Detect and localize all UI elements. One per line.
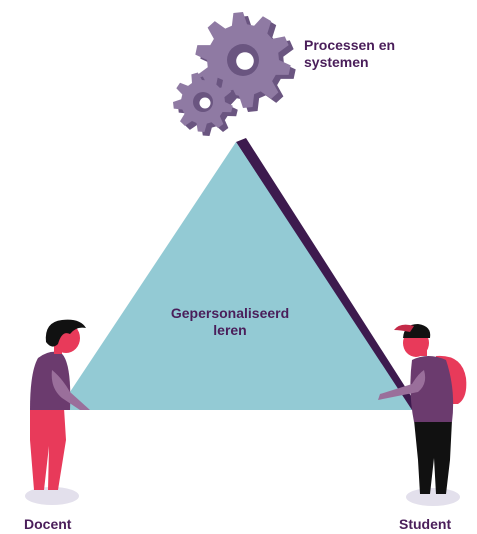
teacher-hair [45, 319, 86, 347]
big-gear-hole-inner [236, 52, 254, 70]
student-label: Student [399, 516, 452, 532]
teacher-shadow [25, 487, 79, 505]
processes-label: Processen en systemen [304, 37, 396, 70]
student-cap-brim [394, 324, 414, 332]
personalized-learning-triangle [58, 142, 412, 410]
student-figure [378, 324, 467, 494]
student-legs [414, 420, 452, 494]
teacher-legs [30, 408, 66, 490]
teacher-arm [51, 370, 90, 410]
gears-icon [173, 12, 296, 136]
small-gear-hole-inner [199, 97, 211, 109]
personalized-learning-label: Gepersonaliseerd leren [170, 305, 290, 338]
teacher-figure [30, 319, 90, 490]
student-arm [378, 370, 426, 400]
triangle-side [236, 138, 420, 410]
teacher-label: Docent [24, 516, 72, 532]
student-shadow [406, 488, 460, 506]
teacher-body [30, 351, 71, 410]
